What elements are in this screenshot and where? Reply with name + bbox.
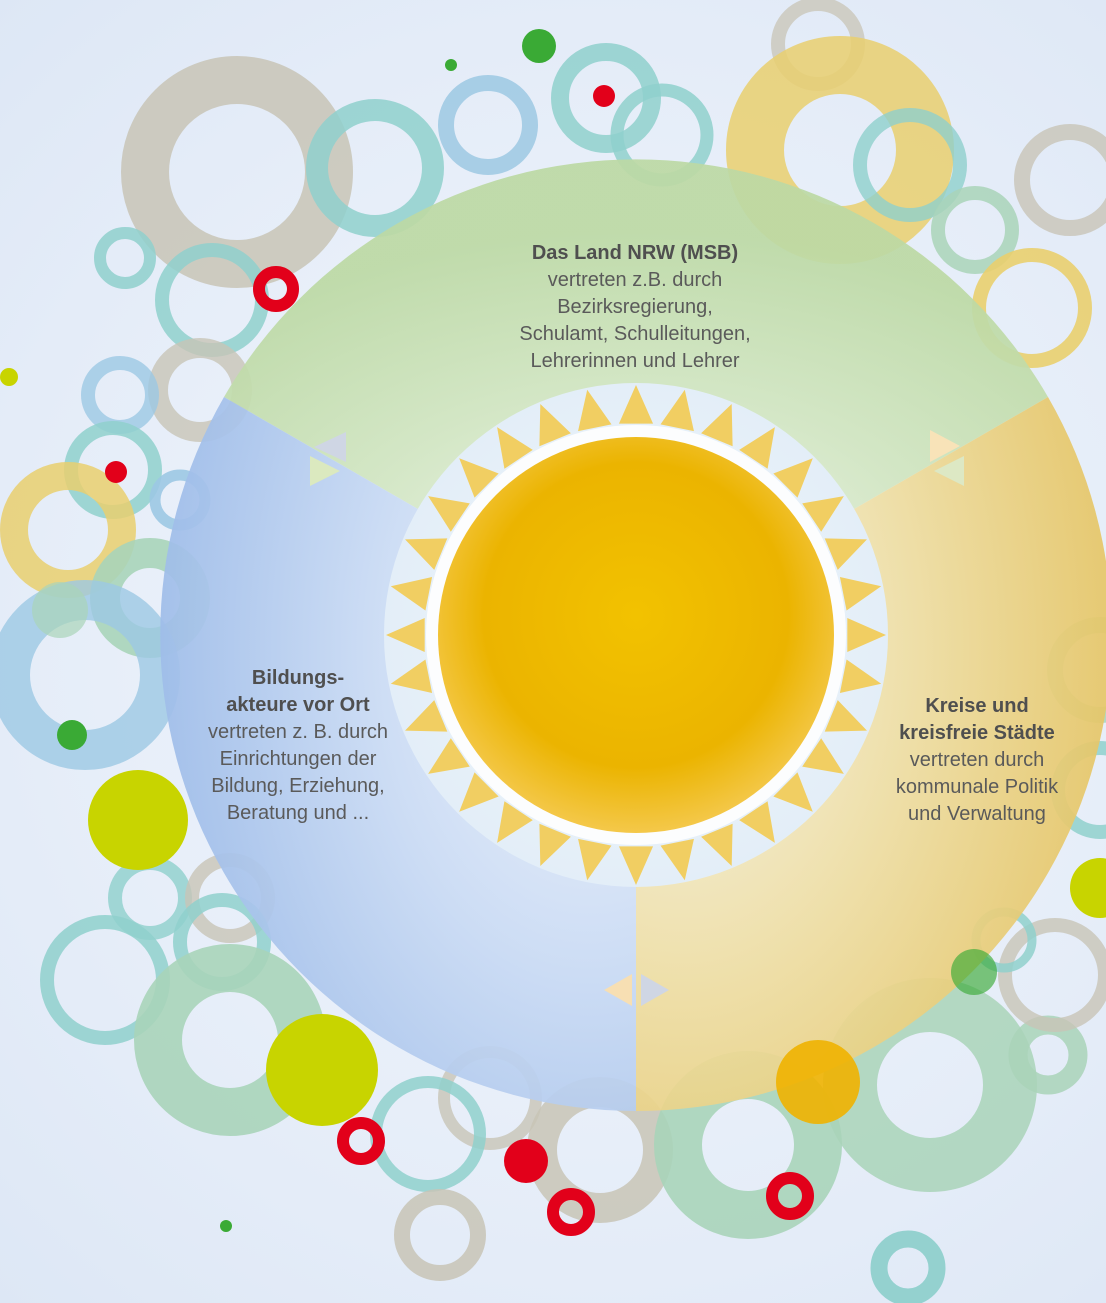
label-bildungsakteure: Bildungs- akteure vor Ort vertreten z. B… [168,665,428,827]
label-land-nrw-line: vertreten z.B. durch [547,269,723,291]
sun-ray [390,659,433,693]
decorative-ring-icon [931,186,1019,274]
decorative-ring-icon [1008,1015,1088,1095]
decorative-dot-icon [445,59,457,71]
sun-ray [739,801,775,843]
sun-ray [773,772,813,812]
label-bildungsakteure-line: Beratung und ... [226,802,370,824]
sun-ray [802,738,844,774]
decorative-dot-icon [776,1040,860,1124]
label-kreise-staedte-title: Kreise und [925,695,1029,717]
label-bildungsakteure-line: Bildung, Erziehung, [211,775,385,797]
sun-ray [773,458,813,498]
cycle-arrow-icon [934,456,964,486]
decorative-ring-icon [337,1117,385,1165]
decorative-dot-icon [88,770,188,870]
decorative-ring-icon [306,99,444,237]
decorative-dot-icon [57,720,87,750]
decorative-ring-icon [438,75,538,175]
sun-ray [386,617,425,653]
decorative-dot-icon [522,29,556,63]
cycle-arrow-icon [604,974,632,1006]
sun-ray [824,700,867,732]
sun-ray [578,389,612,432]
sun-ray [824,538,867,570]
decorative-dot-icon [105,461,127,483]
sun-ray [660,389,694,432]
decorative-ring-icon [121,56,353,288]
label-bildungsakteure-line: Einrichtungen der [219,748,377,770]
sun-ray [802,496,844,532]
cycle-arrow-icon [641,974,669,1006]
sun-ray [497,427,533,469]
decorative-dot-icon [951,949,997,995]
cycle-arrow-icon [930,430,960,462]
decorative-dot-icon [32,582,88,638]
label-land-nrw-line: Bezirksregierung, [557,296,713,318]
sun-ray [428,496,470,532]
decorative-ring-icon [1014,124,1106,236]
decorative-ring-icon [394,1189,486,1281]
label-kreise-staedte-line: vertreten durch [909,749,1045,771]
sun-ray [539,823,571,866]
sun-ray [618,385,654,424]
label-land-nrw-line: Lehrerinnen und Lehrer [530,350,740,372]
sun-ray [459,458,499,498]
sun-ray [660,838,694,881]
decorative-dot-icon [1070,858,1106,918]
sun-ray [701,404,733,447]
sun-ray [539,404,571,447]
decorative-ring-icon [998,918,1106,1032]
label-kreise-staedte-line: und Verwaltung [908,803,1046,825]
decorative-dot-icon [0,368,18,386]
label-kreise-staedte-title: kreisfreie Städte [899,722,1055,744]
cycle-arrow-icon [314,432,346,462]
sun-ray [618,846,654,885]
label-bildungsakteure-title: akteure vor Ort [226,694,370,716]
sun-ray [578,838,612,881]
decorative-ring-icon [94,227,156,289]
label-kreise-staedte-line: kommunale Politik [895,776,1059,798]
label-kreise-staedte: Kreise und kreisfreie Städte vertreten d… [862,693,1092,828]
sun-ray [839,577,882,611]
sun-rays [386,385,886,885]
label-land-nrw-title: Das Land NRW (MSB) [531,242,739,264]
label-land-nrw: Das Land NRW (MSB) vertreten z.B. durch … [470,240,800,375]
decorative-ring-icon [551,43,661,153]
sun-ray [739,427,775,469]
label-bildungsakteure-title: Bildungs- [251,667,345,689]
decorative-ring-icon [81,356,159,434]
decorative-ring-icon [853,108,967,222]
decorative-ring-icon [253,266,299,312]
decorative-dot-icon [504,1139,548,1183]
decorative-ring-icon [547,1188,595,1236]
sun-icon [384,383,888,887]
cycle-arrow-icon [310,456,340,486]
sun-ray [405,538,448,570]
decorative-dot-icon [220,1220,232,1232]
sun-ray [847,617,886,653]
decorative-dot-icon [266,1014,378,1126]
sun-ray [701,823,733,866]
cycle-arrows [310,430,964,1006]
sun-ray [839,659,882,693]
sun-ray [405,700,448,732]
sun-ray [497,801,533,843]
sun-ray [459,772,499,812]
sun-ray [390,577,433,611]
decorative-ring-icon [870,1230,946,1303]
label-land-nrw-line: Schulamt, Schulleitungen, [519,323,751,345]
decorative-dot-icon [593,85,615,107]
sun-ray [428,738,470,774]
label-bildungsakteure-line: vertreten z. B. durch [207,721,389,743]
foreground-rings [0,29,1106,1236]
decorative-ring-icon [766,1172,814,1220]
